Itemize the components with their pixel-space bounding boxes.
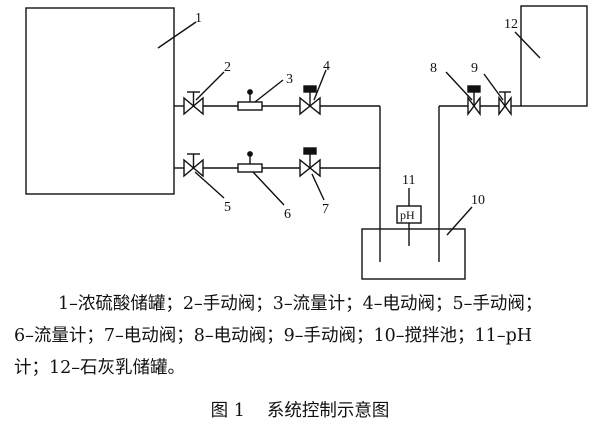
figure-title: 系统控制示意图 [266,401,390,421]
leader-line-5 [194,171,225,199]
lime-milk-tank [520,5,588,107]
label-7: 7 [322,202,329,217]
leader-line-9 [483,73,504,101]
leader-line-10 [446,206,473,236]
figure-number: 图 1 [210,401,245,421]
sulfuric-acid-tank [25,7,175,195]
leader-line-12 [514,31,541,59]
leader-line-8 [445,71,473,101]
system-control-diagram: 1 2 3 4 5 6 7 8 9 10 11 12 pH [25,5,588,280]
leader-line-2 [195,71,225,101]
leader-line-6 [252,171,285,206]
legend: 1–浓硫酸储罐；2–手动阀；3–流量计；4–电动阀；5–手动阀； 6–流量计；7… [14,288,594,384]
leader-line-1 [157,21,197,49]
flowmeter-3 [237,89,263,111]
ph-meter-text: pH [400,208,415,222]
label-4: 4 [323,59,330,74]
flowmeter-6 [237,151,263,173]
label-2: 2 [224,60,231,75]
manual-valve-9 [498,91,512,117]
leader-line-3 [254,79,284,103]
label-11: 11 [402,173,415,188]
label-9: 9 [471,61,478,76]
legend-line-2: 6–流量计；7–电动阀；8–电动阀；9–手动阀；10–搅拌池；11–pH [14,326,533,346]
label-3: 3 [286,72,293,87]
legend-line-3: 计；12–石灰乳储罐。 [14,358,186,378]
label-10: 10 [471,193,485,208]
electric-valve-8 [467,85,481,117]
label-12: 12 [504,17,518,32]
figure-caption: 图 1 系统控制示意图 [0,397,600,422]
electric-valve-7 [299,147,321,178]
mixing-tank [361,228,466,280]
leader-line-4 [313,69,327,101]
manual-valve-2 [183,91,204,116]
legend-line-1: 1–浓硫酸储罐；2–手动阀；3–流量计；4–电动阀；5–手动阀； [58,294,543,314]
label-1: 1 [195,11,202,26]
electric-valve-4 [299,85,321,116]
label-8: 8 [430,61,437,76]
label-6: 6 [284,207,291,222]
leader-line-7 [311,173,325,201]
manual-valve-5 [183,153,204,178]
label-5: 5 [224,200,231,215]
